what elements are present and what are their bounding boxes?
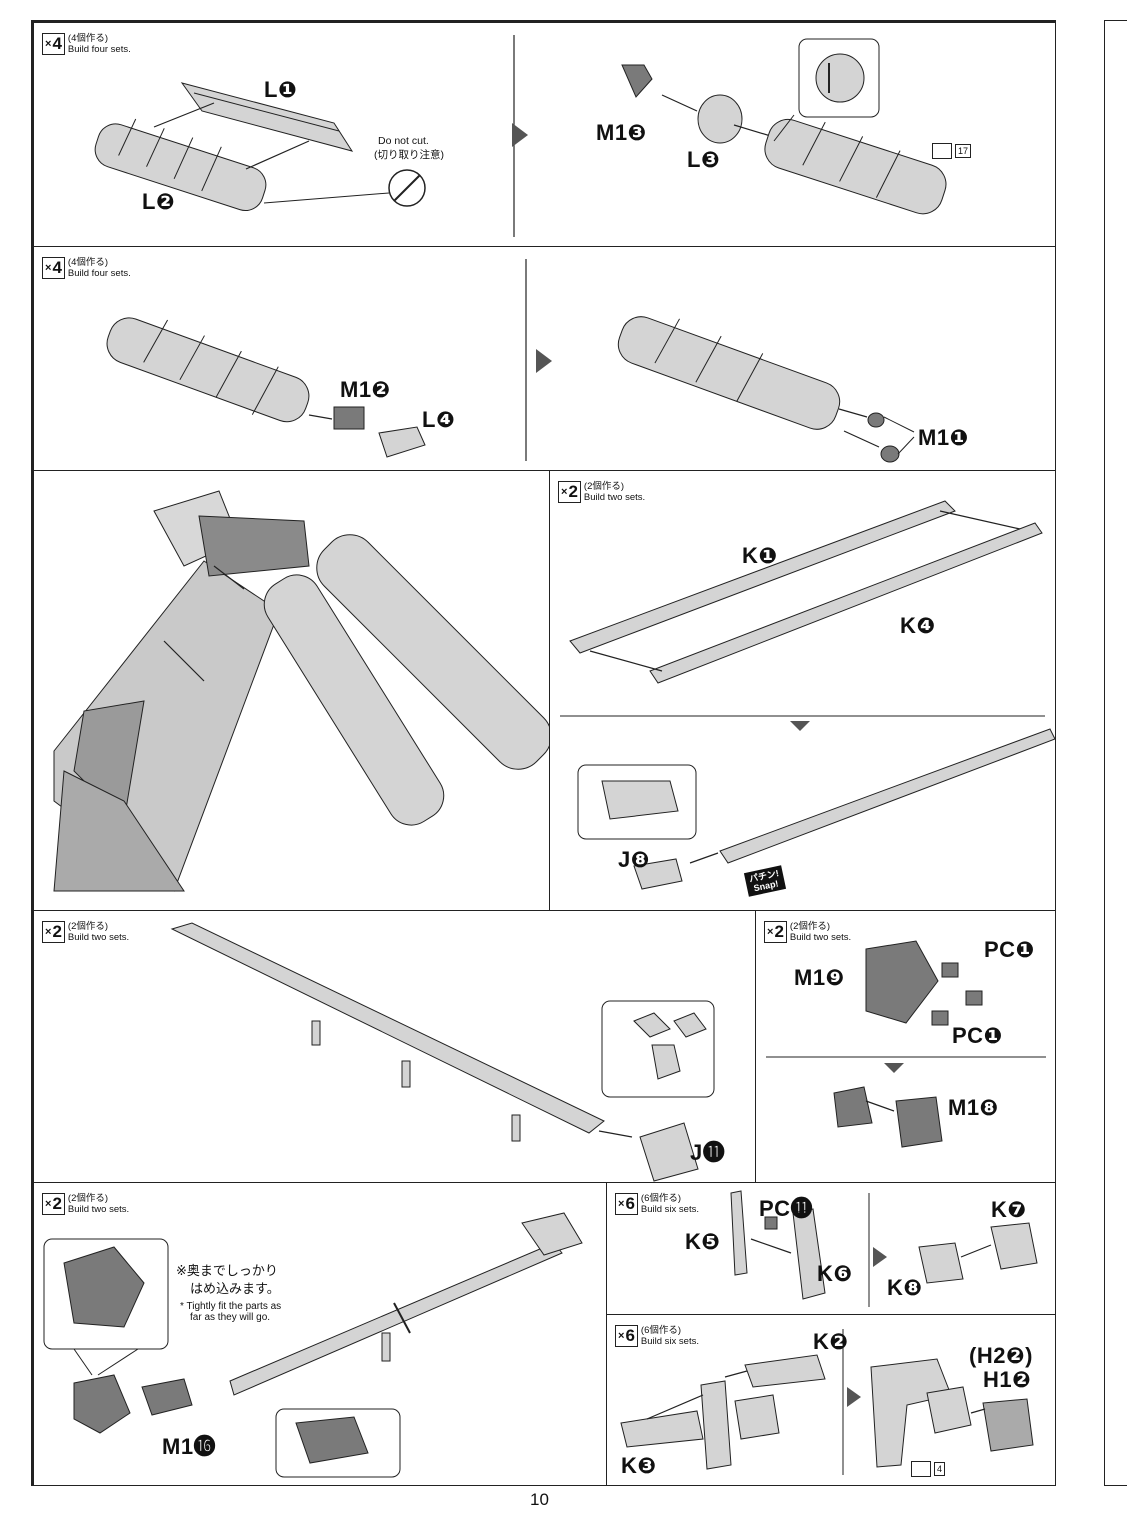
- part-label-k6: K❻: [817, 1261, 853, 1286]
- step-panel-2: ×4 (4個作る)Build four sets. M1❷ L: [33, 246, 1056, 472]
- part-label-k8: K❽: [887, 1275, 923, 1300]
- step-panel-1: ×4 (4個作る)Build four sets.: [33, 22, 1056, 248]
- step7-illustration: [43, 1212, 583, 1478]
- sticker-reference: 4: [911, 1461, 946, 1477]
- step8-illustration: [730, 1190, 1038, 1307]
- build-count-ja: (4個作る): [67, 33, 109, 44]
- part-label-m12: M1❷: [340, 377, 391, 402]
- instruction-page-frame: ×4 (4個作る)Build four sets.: [31, 20, 1056, 1486]
- overview-illustration-panel: [33, 470, 551, 912]
- part-label-k5: K❺: [685, 1229, 721, 1254]
- multiplier-box: ×2: [558, 481, 581, 503]
- part-label-m19: M1❾: [794, 965, 845, 990]
- set-count-badge: ×2 (2個作る)Build two sets.: [558, 481, 645, 503]
- fit-note-en-1: * Tightly fit the parts as: [180, 1301, 282, 1312]
- set-count-badge: ×2 (2個作る)Build two sets.: [764, 921, 851, 943]
- fit-note-ja-1: ※奥までしっかり: [176, 1263, 278, 1278]
- sticker-icon: [911, 1461, 931, 1477]
- multiplier-box: ×4: [42, 33, 65, 55]
- step9-illustration: [620, 1329, 1034, 1475]
- part-label-k4: K❹: [900, 613, 936, 638]
- step-panel-4: ×2 (2個作る)Build two sets. K❶ K❹ J❽ パチン!Sn…: [549, 470, 1056, 912]
- step5-illustration: [170, 922, 715, 1182]
- build-count-en: Build six sets.: [640, 1336, 699, 1347]
- part-label-pc1-bottom: PC❶: [952, 1023, 1003, 1048]
- part-label-pc11: PC⓫: [759, 1196, 814, 1221]
- step-panel-9: ×6 (6個作る)Build six sets. K❷ (H2❷) H1❷ K❸…: [606, 1314, 1056, 1486]
- build-count-en: Build six sets.: [640, 1204, 699, 1215]
- page-number: 10: [530, 1490, 549, 1509]
- part-label-k7: K❼: [991, 1197, 1027, 1222]
- part-label-l3: L❸: [687, 147, 721, 172]
- do-not-cut-en: Do not cut.: [378, 135, 429, 147]
- build-count-ja: (2個作る): [67, 1193, 109, 1204]
- build-count-en: Build two sets.: [789, 932, 852, 943]
- do-not-cut-ja: (切り取り注意): [374, 149, 444, 161]
- set-count-badge: ×2 (2個作る)Build two sets.: [42, 1193, 129, 1215]
- step2-illustration: [106, 259, 915, 463]
- part-label-k2: K❷: [813, 1329, 849, 1354]
- part-label-m11: M1❶: [918, 425, 969, 450]
- multiplier-box: ×2: [42, 921, 65, 943]
- build-count-ja: (2個作る): [789, 921, 831, 932]
- build-count-ja: (2個作る): [67, 921, 109, 932]
- multiplier-box: ×6: [615, 1193, 638, 1215]
- adjacent-page-edge: [1104, 20, 1127, 1486]
- build-count-en: Build two sets.: [67, 932, 130, 943]
- build-count-ja: (2個作る): [583, 481, 625, 492]
- set-count-badge: ×4 (4個作る)Build four sets.: [42, 257, 131, 279]
- set-count-badge: ×6 (6個作る)Build six sets.: [615, 1193, 699, 1215]
- part-label-m116: M1⓰: [162, 1434, 217, 1459]
- part-label-k1: K❶: [742, 543, 778, 568]
- build-count-en: Build four sets.: [67, 44, 131, 55]
- step-panel-7: ×2 (2個作る)Build two sets. ※奥までしっかり はめ込みます…: [33, 1182, 608, 1486]
- booster-cylinder-1: [263, 574, 445, 826]
- build-count-ja: (6個作る): [640, 1193, 682, 1204]
- step4-illustration: [560, 500, 1055, 890]
- part-label-j8: J❽: [618, 847, 650, 872]
- booster-cylinder-2: [316, 534, 550, 770]
- part-label-k3: K❸: [621, 1453, 657, 1478]
- sticker-icon: [932, 143, 952, 159]
- build-count-ja: (6個作る): [640, 1325, 682, 1336]
- part-label-h12: H1❷: [983, 1367, 1032, 1392]
- step-panel-5: ×2 (2個作る)Build two sets. J⓫: [33, 910, 757, 1184]
- mobile-suit-assembly-illustration: [53, 490, 550, 892]
- fit-note-ja-2: はめ込みます。: [190, 1281, 280, 1296]
- part-label-l4: L❹: [422, 407, 456, 432]
- build-count-en: Build two sets.: [583, 492, 646, 503]
- step-panel-6: ×2 (2個作る)Build two sets. PC❶ M1❾ PC❶ M1❽: [755, 910, 1056, 1184]
- build-count-en: Build four sets.: [67, 268, 131, 279]
- fit-note-en-2: far as they will go.: [190, 1312, 271, 1323]
- multiplier-box: ×4: [42, 257, 65, 279]
- part-label-l2: L❷: [142, 189, 176, 214]
- part-label-pc1-top: PC❶: [984, 937, 1035, 962]
- multiplier-box: ×6: [615, 1325, 638, 1347]
- part-label-l1: L❶: [264, 77, 298, 102]
- part-label-h22: (H2❷): [969, 1343, 1033, 1368]
- build-count-ja: (4個作る): [67, 257, 109, 268]
- set-count-badge: ×2 (2個作る)Build two sets.: [42, 921, 129, 943]
- set-count-badge: ×4 (4個作る)Build four sets.: [42, 33, 131, 55]
- multiplier-box: ×2: [764, 921, 787, 943]
- part-label-m13: M1❸: [596, 120, 647, 145]
- set-count-badge: ×6 (6個作る)Build six sets.: [615, 1325, 699, 1347]
- multiplier-box: ×2: [42, 1193, 65, 1215]
- step1-illustration: [94, 35, 947, 237]
- part-label-j11: J⓫: [690, 1140, 726, 1165]
- step6-illustration: [766, 940, 1046, 1148]
- part-label-m18: M1❽: [948, 1095, 999, 1120]
- step-panel-8: ×6 (6個作る)Build six sets. PC⓫ K❺ K❻ K❼ K❽: [606, 1182, 1056, 1316]
- sticker-reference: 17: [932, 143, 972, 159]
- cylinder-part-l2: [94, 118, 267, 212]
- build-count-en: Build two sets.: [67, 1204, 130, 1215]
